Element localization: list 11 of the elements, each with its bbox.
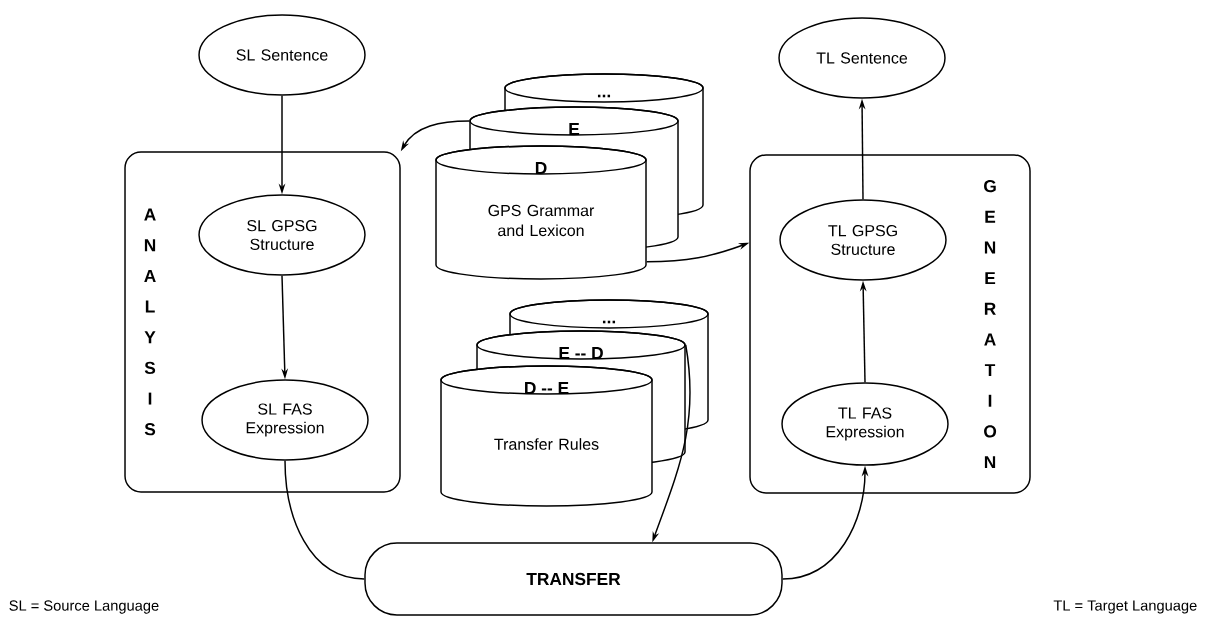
ellipse-node: TL Sentence — [778, 17, 946, 99]
legend-note: TL = Target Language — [1053, 600, 1197, 614]
database-cylinder: D GPS Grammar and Lexicon — [435, 145, 647, 280]
ellipse-node: TL GPSG Structure — [779, 199, 947, 281]
database-cylinder: D -- E Transfer Rules — [440, 365, 653, 507]
ellipse-node: SL GPSG Structure — [198, 194, 366, 276]
ellipse-node: SL Sentence — [198, 14, 366, 96]
ellipse-node: SL FAS Expression — [201, 379, 369, 461]
legend-note: SL = Source Language — [9, 600, 159, 614]
process-box: TRANSFER — [364, 542, 783, 616]
ellipse-node: TL FAS Expression — [781, 382, 949, 466]
